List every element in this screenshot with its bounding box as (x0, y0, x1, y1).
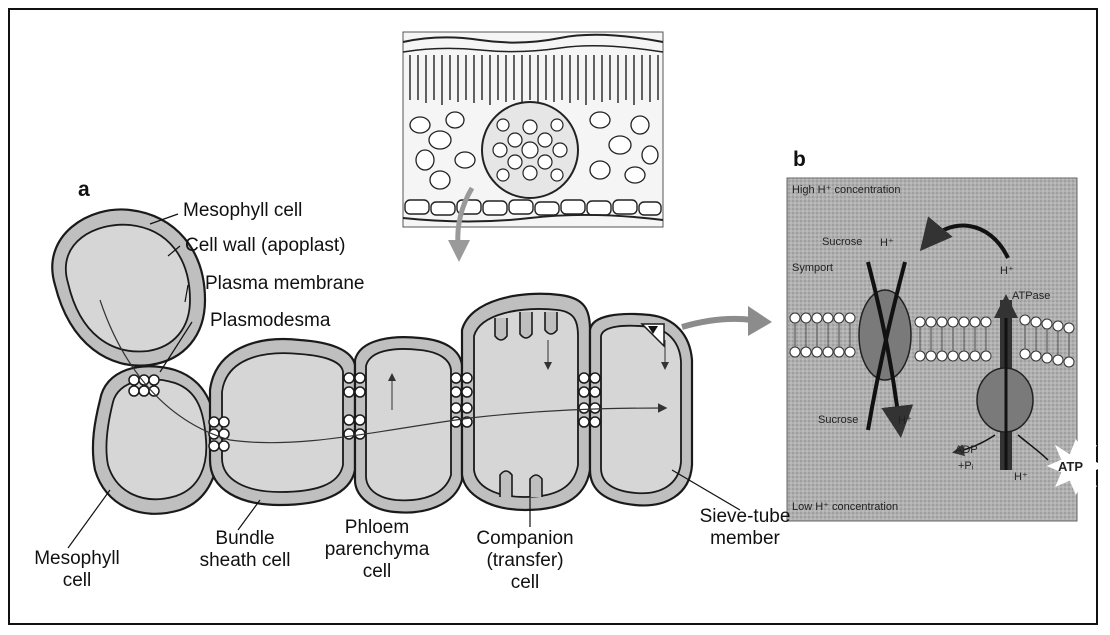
label-h-top: H⁺ (880, 236, 894, 249)
label-mesophyll-cell-bottom: Mesophyll cell (22, 548, 132, 592)
panel-b-drawing (787, 178, 1104, 521)
label-high-h-concentration: High H⁺ concentration (792, 183, 901, 196)
label-phloem-parenchyma-cell: Phloem parenchyma cell (312, 517, 442, 583)
label-bundle-line2: sheath cell (185, 550, 305, 572)
label-plasmodesma: Plasmodesma (210, 310, 330, 332)
label-phloem-line2: parenchyma (312, 539, 442, 561)
label-bundle-sheath-cell: Bundle sheath cell (185, 528, 305, 572)
label-phloem-line1: Phloem (312, 517, 442, 539)
zoom-arrow-right (682, 319, 752, 327)
label-phloem-line3: cell (312, 561, 442, 583)
label-mesophyll-bottom-line2: cell (22, 570, 132, 592)
label-symport: Symport (792, 262, 833, 274)
label-h-bottom: H⁺ (898, 414, 912, 427)
panel-b-letter: b (793, 148, 806, 172)
label-companion-cell: Companion (transfer) cell (460, 528, 590, 594)
label-companion-line2: (transfer) (460, 550, 590, 572)
label-sieve-line2: member (685, 528, 805, 550)
label-companion-line3: cell (460, 572, 590, 594)
label-sieve-tube-member: Sieve-tube member (685, 506, 805, 550)
label-h-right: H⁺ (1000, 264, 1014, 277)
cell-chain (52, 209, 692, 513)
leaf-cross-section (403, 32, 663, 227)
label-h-bottom2: H⁺ (1014, 470, 1028, 483)
label-low-h-concentration: Low H⁺ concentration (792, 500, 898, 513)
label-pi: +Pᵢ (958, 460, 974, 472)
label-mesophyll-cell-top: Mesophyll cell (183, 200, 302, 222)
label-sieve-line1: Sieve-tube (685, 506, 805, 528)
label-atpase: ATPase (1012, 290, 1050, 302)
label-plasma-membrane: Plasma membrane (205, 273, 364, 295)
label-atp: ATP (1058, 459, 1083, 474)
label-sucrose-top: Sucrose (822, 236, 862, 248)
label-adp: ADP (955, 444, 978, 456)
label-bundle-line1: Bundle (185, 528, 305, 550)
label-companion-line1: Companion (460, 528, 590, 550)
label-sucrose-bottom: Sucrose (818, 414, 858, 426)
label-mesophyll-bottom-line1: Mesophyll (22, 548, 132, 570)
panel-a-letter: a (78, 178, 90, 202)
label-cell-wall: Cell wall (apoplast) (185, 235, 346, 257)
